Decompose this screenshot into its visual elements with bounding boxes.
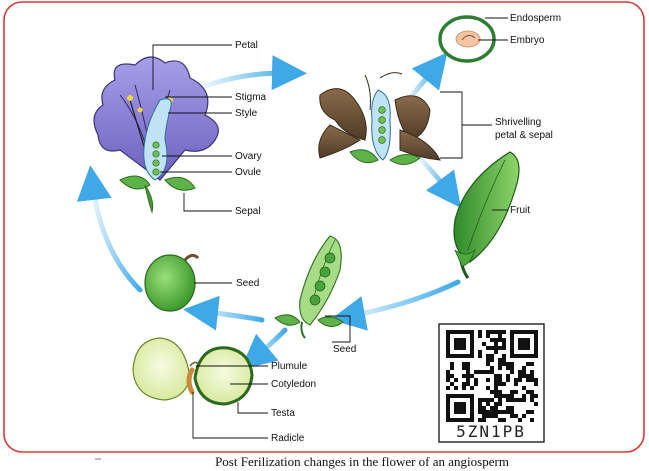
anther-left <box>127 95 133 101</box>
ovule-embryo <box>438 15 496 63</box>
qr-code[interactable]: 5ZN1PB <box>438 323 545 443</box>
label-stigma: Stigma <box>235 92 267 103</box>
arrow-pod-to-seed <box>183 295 265 331</box>
label-shrivelling-2: petal & sepal <box>495 130 553 141</box>
cycle-arrows <box>76 52 462 370</box>
arrow-pod-to-germination <box>240 327 288 370</box>
label-endosperm: Endosperm <box>510 13 561 24</box>
arrow-flower-to-wilting <box>202 55 307 91</box>
label-seed-pod: Seed <box>333 344 356 355</box>
qr-code-text: 5ZN1PB <box>456 422 526 441</box>
label-ovary: Ovary <box>235 151 262 162</box>
label-ovule: Ovule <box>235 167 262 178</box>
label-style: Style <box>235 108 258 119</box>
label-testa: Testa <box>271 408 295 419</box>
arrow-seed-to-flower <box>76 165 143 293</box>
flower-illustration <box>93 56 219 214</box>
label-sepal: Sepal <box>235 206 261 217</box>
arrow-fruit-to-pod <box>330 279 461 331</box>
label-seed-left: Seed <box>236 278 259 289</box>
label-embryo: Embryo <box>510 35 545 46</box>
qr-modules <box>446 330 538 422</box>
fruit-illustration <box>453 151 520 279</box>
germinating-seed-illustration <box>132 337 254 406</box>
shrivelling-flower <box>318 72 441 165</box>
flower-leaders <box>152 44 232 212</box>
arrow-to-fruit <box>417 155 462 208</box>
label-radicle: Radicle <box>271 433 305 444</box>
label-cotyledon: Cotyledon <box>271 379 316 390</box>
label-plumule: Plumule <box>271 361 308 372</box>
label-shrivelling-1: Shrivelling <box>495 117 541 128</box>
label-fruit: Fruit <box>510 205 530 216</box>
pistil-shape <box>143 98 172 181</box>
label-petal: Petal <box>235 40 258 51</box>
pod-illustration <box>274 235 344 339</box>
figure-caption: Post Ferilization changes in the flower … <box>215 454 509 469</box>
